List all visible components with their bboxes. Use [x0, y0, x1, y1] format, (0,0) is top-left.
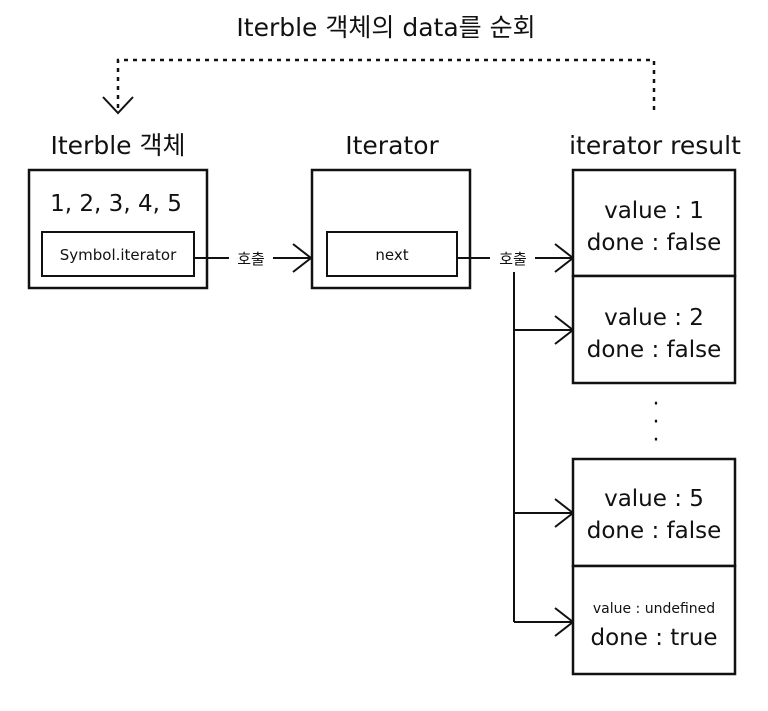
result-group-top: value : 1 done : false value : 2 done : …	[571, 168, 737, 385]
loop-back-arrowhead	[102, 96, 134, 115]
result-box-undefined	[571, 564, 737, 676]
next-method-box	[326, 231, 458, 277]
ellipsis-dot-2: ·	[653, 410, 660, 435]
result-5-value: value : 5	[604, 486, 704, 512]
ellipsis-dot-3: ·	[653, 428, 660, 453]
result-2-value: value : 2	[604, 305, 704, 331]
result-box-1	[571, 168, 737, 278]
symbol-iterator-label: Symbol.iterator	[60, 246, 177, 264]
result-group-bottom: value : 5 done : false value : undefined…	[571, 457, 737, 676]
iterable-values: 1, 2, 3, 4, 5	[50, 191, 182, 217]
result-box-5	[571, 457, 737, 568]
result-undefined-value: value : undefined	[593, 601, 715, 617]
diagram-title: Iterble 객체의 data를 순회	[236, 13, 535, 42]
symbol-iterator-box	[41, 231, 195, 277]
result-1-value: value : 1	[604, 198, 704, 224]
result-1-done: done : false	[587, 230, 722, 256]
result-undefined-done: done : true	[591, 625, 718, 651]
loop-back-dotted-line	[116, 58, 656, 110]
loop-back-connector	[102, 58, 656, 115]
result-box-2	[571, 274, 737, 385]
ellipsis-dot-1: ·	[653, 392, 660, 417]
iterator-heading: Iterator	[345, 131, 439, 160]
iterable-heading: Iterble 객체	[51, 131, 186, 160]
ellipsis-dots: · · ·	[653, 392, 660, 453]
call-label-1: 호출	[237, 250, 265, 268]
call-label-2: 호출	[499, 250, 527, 268]
next-method-label: next	[375, 246, 408, 264]
results-heading: iterator result	[569, 131, 741, 160]
result-5-done: done : false	[587, 518, 722, 544]
result-2-done: done : false	[587, 337, 722, 363]
